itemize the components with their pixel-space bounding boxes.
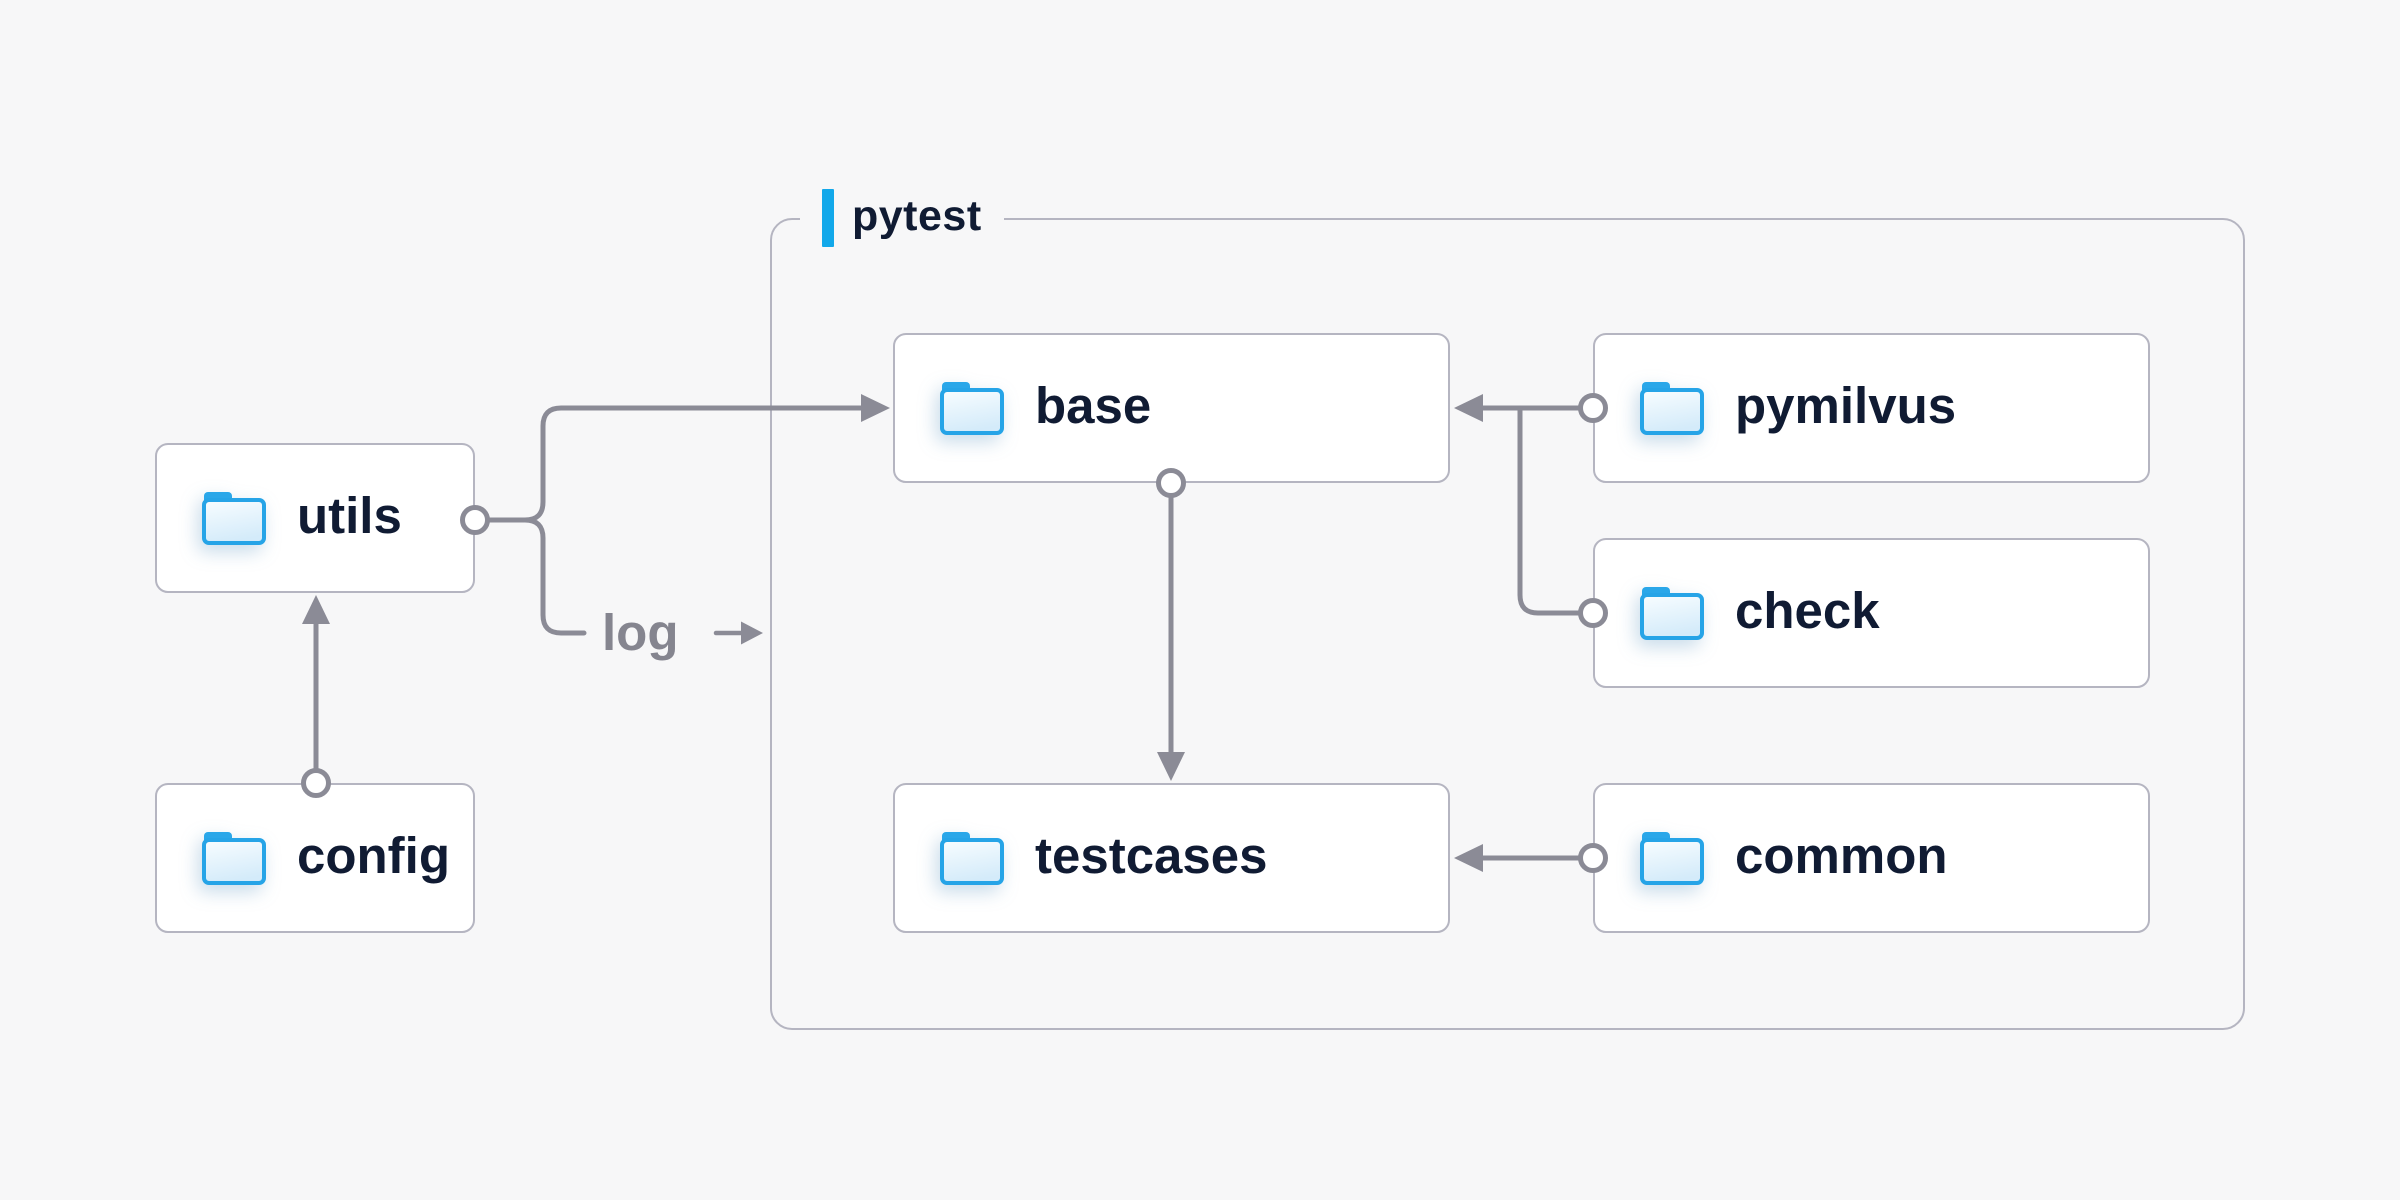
folder-node-label: common	[1735, 826, 1948, 884]
folder-node-check: check	[1593, 538, 2150, 688]
folder-node-label: pymilvus	[1735, 376, 1957, 434]
pytest-group-label: pytest	[800, 185, 1004, 251]
folder-icon	[940, 832, 1004, 885]
folder-node-base: base	[893, 333, 1450, 483]
edge-label-log: log	[602, 604, 679, 661]
group-label-text: pytest	[852, 191, 982, 240]
folder-icon	[1640, 382, 1704, 435]
folder-icon	[940, 382, 1004, 435]
folder-icon	[202, 832, 266, 885]
folder-icon	[1640, 832, 1704, 885]
folder-node-config: config	[155, 783, 475, 933]
folder-node-label: testcases	[1035, 826, 1268, 884]
folder-icon	[202, 492, 266, 545]
folder-node-utils: utils	[155, 443, 475, 593]
folder-node-label: config	[297, 826, 450, 884]
folder-node-testcases: testcases	[893, 783, 1450, 933]
folder-node-label: check	[1735, 581, 1880, 639]
arrow-right-icon	[713, 621, 763, 645]
folder-node-label: utils	[297, 486, 402, 544]
folder-node-pymilvus: pymilvus	[1593, 333, 2150, 483]
folder-node-common: common	[1593, 783, 2150, 933]
accent-bar-icon	[822, 189, 834, 247]
folder-node-label: base	[1035, 376, 1152, 434]
folder-icon	[1640, 587, 1704, 640]
edge-config-utils	[301, 595, 331, 798]
pytest-group-container	[770, 218, 2245, 1030]
